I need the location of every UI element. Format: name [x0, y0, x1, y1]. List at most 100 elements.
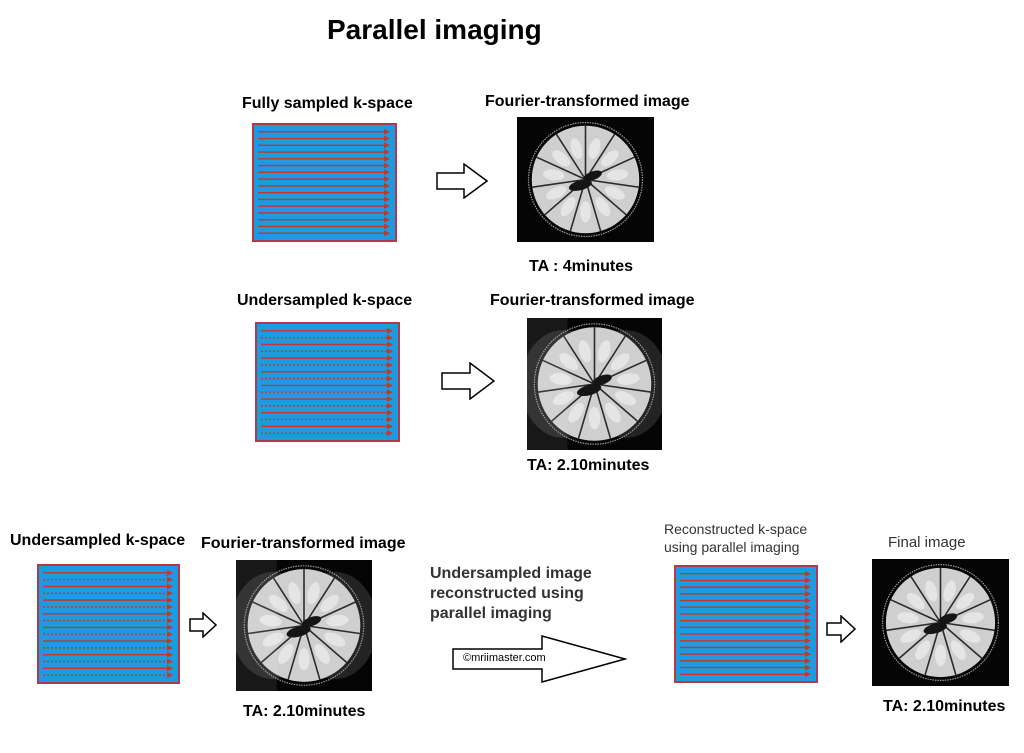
- line-arrowhead: [387, 375, 393, 382]
- copyright-text: ©mriimaster.com: [463, 652, 546, 664]
- line-arrowhead: [387, 348, 393, 355]
- line-arrowhead: [384, 142, 390, 149]
- segment-membrane: [890, 599, 941, 624]
- line-arrowhead: [167, 651, 173, 658]
- line-arrowhead: [384, 189, 390, 196]
- line-arrowhead: [167, 658, 173, 665]
- segment-membrane: [563, 335, 596, 385]
- recon-text-line: reconstructed using: [430, 585, 584, 602]
- label-line: Reconstructed k-space: [664, 521, 808, 537]
- orange-slice-image: [872, 559, 1009, 686]
- line-arrowhead: [805, 631, 811, 638]
- line-arrowhead: [167, 672, 173, 679]
- segment-membrane: [886, 621, 941, 632]
- right-arrow-icon: [189, 611, 218, 639]
- final-image-label: Final image: [888, 534, 966, 551]
- line-arrowhead: [805, 597, 811, 604]
- line-arrowhead: [387, 334, 393, 341]
- peel-outline: [243, 565, 365, 686]
- line-arrowhead: [387, 409, 393, 416]
- line-arrowhead: [805, 637, 811, 644]
- line-arrowhead: [167, 631, 173, 638]
- segment-highlight: [601, 150, 619, 167]
- segment-membrane: [585, 178, 639, 188]
- segment-membrane: [303, 625, 321, 680]
- undersampled-kspace: [255, 322, 400, 442]
- right-arrow-icon: [436, 162, 489, 200]
- line-arrowhead: [167, 617, 173, 624]
- page-title: Parallel imaging: [327, 14, 542, 45]
- line-arrowhead: [805, 657, 811, 664]
- peel-outline: [882, 564, 999, 681]
- seed: [286, 625, 311, 638]
- segment-highlight: [616, 373, 640, 385]
- segment-highlight: [549, 373, 573, 385]
- segment-highlight: [560, 197, 576, 217]
- line-arrowhead: [387, 423, 393, 430]
- segment-highlight: [278, 643, 294, 664]
- right-arrow-icon: [441, 361, 496, 401]
- line-arrowhead: [805, 570, 811, 577]
- segment-membrane: [594, 383, 651, 393]
- segment-highlight: [580, 201, 591, 223]
- segment-membrane: [542, 359, 595, 385]
- line-arrowhead: [805, 644, 811, 651]
- segment-membrane: [252, 601, 305, 627]
- segment-highlight: [307, 582, 320, 604]
- segment-highlight: [262, 632, 284, 647]
- segment-membrane: [939, 622, 957, 676]
- segment-highlight: [542, 169, 565, 181]
- segment-highlight: [950, 640, 966, 660]
- segment-membrane: [555, 133, 587, 180]
- segment-membrane: [593, 335, 626, 385]
- ta-label: TA: 2.10minutes: [527, 457, 650, 474]
- line-arrowhead: [384, 216, 390, 223]
- aliased-orange-slice-image: [527, 318, 662, 450]
- segment-membrane: [584, 178, 627, 216]
- line-arrowhead: [167, 644, 173, 651]
- undersampled-kspace-label: Undersampled k-space: [10, 532, 186, 549]
- line-arrowhead: [387, 327, 393, 334]
- line-arrowhead: [387, 382, 393, 389]
- line-arrowhead: [384, 209, 390, 216]
- line-arrowhead: [384, 149, 390, 156]
- segment-highlight: [552, 150, 570, 167]
- line-arrowhead: [805, 610, 811, 617]
- line-arrowhead: [167, 583, 173, 590]
- segment-highlight: [324, 632, 346, 647]
- aliasing-band: [236, 560, 277, 691]
- seed: [583, 170, 602, 181]
- line-arrowhead: [384, 176, 390, 183]
- segment-highlight: [960, 629, 981, 643]
- segment-highlight: [298, 648, 310, 671]
- segment-membrane: [303, 624, 360, 635]
- segment-membrane: [248, 624, 305, 635]
- line-arrowhead: [805, 624, 811, 631]
- segment-highlight: [943, 580, 956, 602]
- segment-highlight: [588, 138, 601, 159]
- fully-sampled-kspace-label: Fully sampled k-space: [242, 95, 413, 112]
- line-arrowhead: [805, 651, 811, 658]
- reconstructed-kspace: [674, 565, 818, 683]
- segment-membrane: [593, 383, 612, 439]
- line-arrowhead: [387, 430, 393, 437]
- segment-membrane: [272, 577, 305, 626]
- line-arrowhead: [805, 577, 811, 584]
- segment-membrane: [940, 621, 995, 632]
- fully-sampled-kspace: [252, 123, 397, 242]
- line-arrowhead: [387, 396, 393, 403]
- line-arrowhead: [167, 569, 173, 576]
- right-arrow-icon: [826, 614, 857, 644]
- seed: [568, 179, 592, 191]
- line-arrowhead: [384, 182, 390, 189]
- peel-outline: [527, 121, 644, 238]
- segment-highlight: [269, 594, 288, 612]
- segment-membrane: [939, 576, 971, 623]
- fourier-image-label: Fourier-transformed image: [201, 535, 406, 552]
- segment-membrane: [584, 133, 616, 180]
- segment-highlight: [259, 614, 282, 627]
- segment-highlight: [906, 592, 925, 610]
- segment-highlight: [606, 169, 629, 181]
- segment-highlight: [568, 402, 584, 423]
- line-arrowhead: [167, 665, 173, 672]
